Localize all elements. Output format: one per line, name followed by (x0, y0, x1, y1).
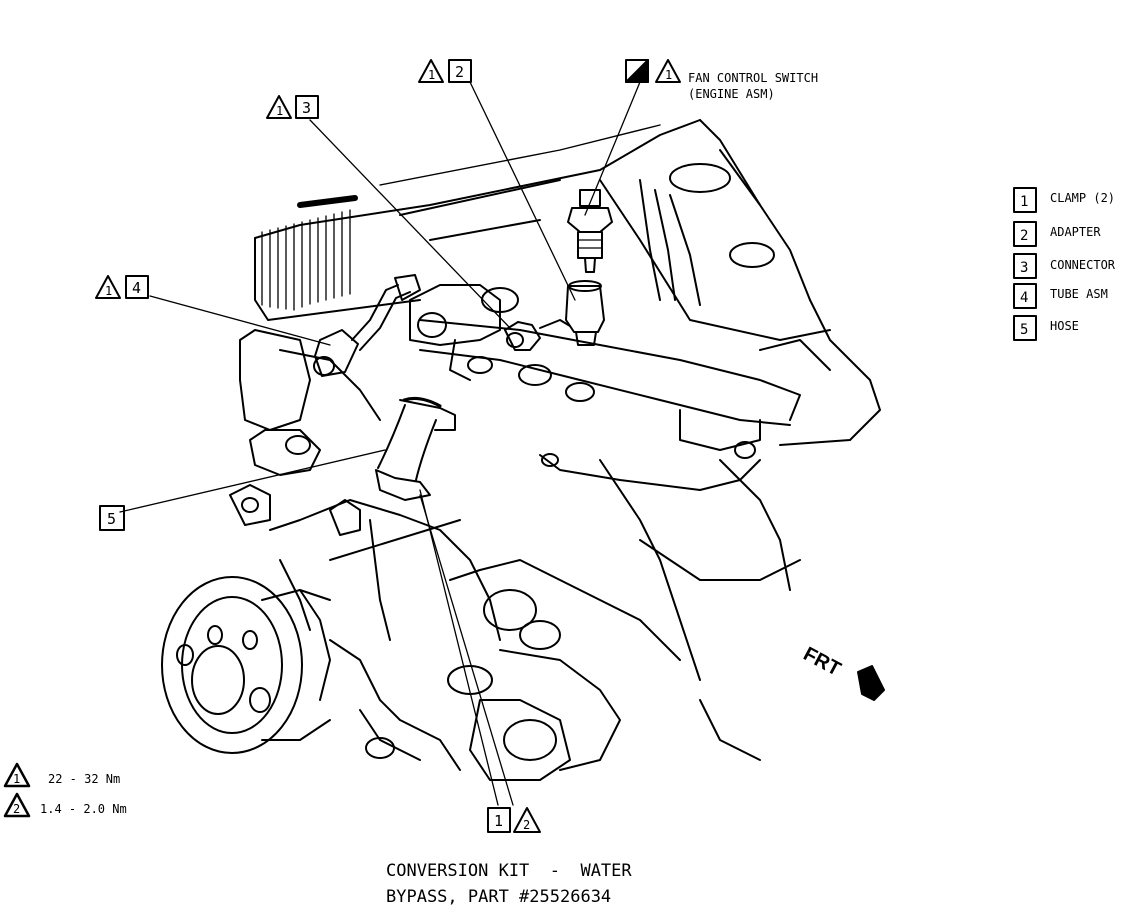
connector-fitting (504, 319, 571, 351)
front-arrow-icon (857, 665, 885, 701)
torque-value: 22 - 32 Nm (48, 772, 120, 786)
callout-3: 1 3 (266, 95, 319, 119)
svg-text:2: 2 (1020, 228, 1028, 244)
torque-value: 1.4 - 2.0 Nm (40, 802, 127, 816)
torque-row: 1 22 - 32 Nm (3, 762, 120, 788)
svg-text:1: 1 (1020, 194, 1028, 210)
callout-3-number: 3 (302, 99, 311, 117)
svg-text:5: 5 (1020, 322, 1028, 338)
front-label: FRT (800, 643, 845, 681)
legend-label: HOSE (1050, 319, 1079, 333)
legend-label: TUBE ASM (1050, 287, 1108, 301)
svg-text:1: 1 (105, 284, 112, 298)
svg-text:1: 1 (276, 104, 283, 118)
torque-key: 1 22 - 32 Nm 2 1.4 - 2.0 Nm (3, 762, 127, 818)
engine-illustration (161, 119, 881, 781)
callout-4-number: 4 (132, 279, 141, 297)
svg-text:3: 3 (1020, 260, 1028, 276)
fan-switch-label-line2: (ENGINE ASM) (688, 87, 775, 101)
leader-lines (119, 81, 641, 806)
fan-control-switch (567, 189, 613, 273)
svg-text:2: 2 (523, 818, 530, 832)
caption-line-1: CONVERSION KIT - WATER (386, 861, 632, 881)
adapter-fitting (565, 280, 605, 346)
callout-5-number: 5 (107, 510, 116, 528)
parts-legend: 1 CLAMP (2) 2 ADAPTER 3 CONNECTOR 4 TUBE… (1013, 187, 1116, 341)
callout-2: 1 2 (418, 59, 472, 83)
callout-4: 1 4 (95, 275, 149, 299)
svg-text:1: 1 (428, 68, 435, 82)
legend-item: 2 ADAPTER (1013, 221, 1101, 247)
tube-assembly (313, 274, 421, 377)
legend-label: ADAPTER (1050, 225, 1101, 239)
legend-item: 4 TUBE ASM (1013, 283, 1108, 309)
legend-item: 1 CLAMP (2) (1013, 187, 1115, 213)
legend-label: CONNECTOR (1050, 258, 1116, 272)
torque-row: 2 1.4 - 2.0 Nm (3, 792, 127, 818)
legend-item: 3 CONNECTOR (1013, 253, 1116, 279)
svg-text:4: 4 (1020, 290, 1028, 306)
callout-1: 1 2 (487, 807, 541, 833)
front-indicator: FRT (800, 643, 885, 701)
legend-item: 5 HOSE (1013, 315, 1079, 341)
svg-text:1: 1 (665, 68, 672, 82)
callout-2-number: 2 (455, 63, 464, 81)
svg-text:2: 2 (13, 802, 20, 816)
bypass-hose (375, 397, 456, 501)
caption-line-2: BYPASS, PART #25526634 (386, 887, 611, 907)
legend-label: CLAMP (2) (1050, 191, 1115, 205)
svg-text:1: 1 (13, 772, 20, 786)
fan-switch-label-line1: FAN CONTROL SWITCH (688, 71, 818, 85)
callout-5: 5 (99, 505, 125, 531)
callout-fan-switch: 1 FAN CONTROL SWITCH (ENGINE ASM) (625, 59, 818, 101)
diagram-caption: CONVERSION KIT - WATER BYPASS, PART #255… (386, 861, 632, 907)
callout-1-number: 1 (494, 812, 503, 830)
